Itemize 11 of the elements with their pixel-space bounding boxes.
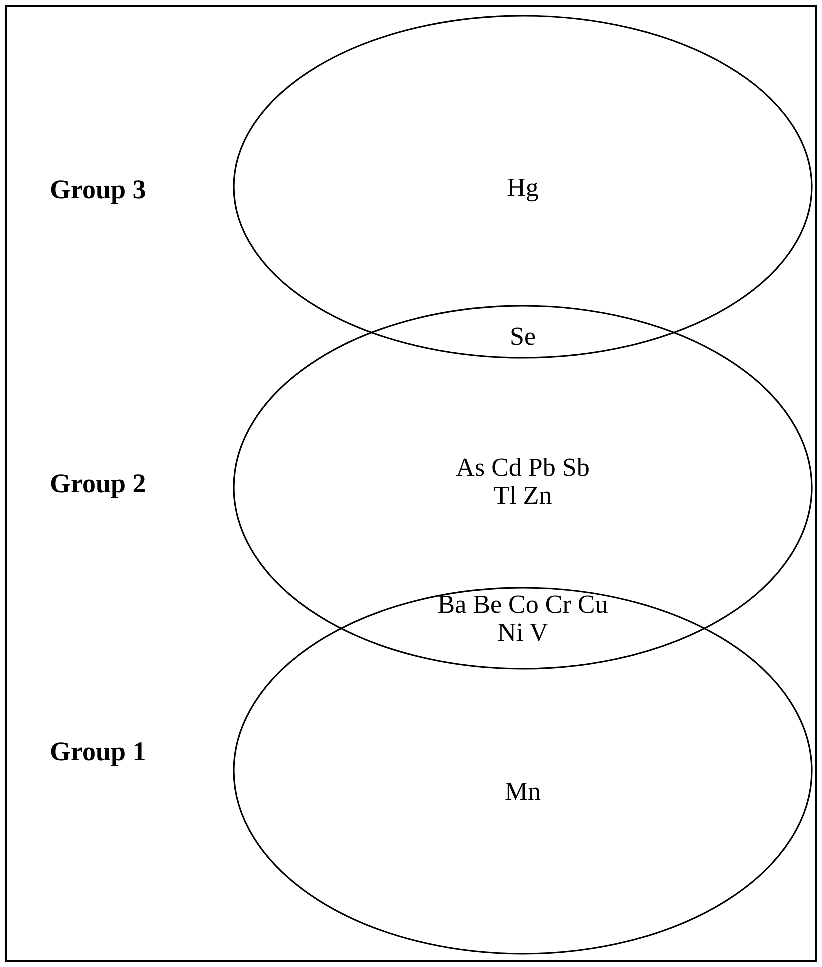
group-label: Group 1: [50, 736, 146, 768]
group-label: Group 3: [50, 174, 146, 206]
element-list: Mn: [463, 778, 583, 806]
element-list: Se: [473, 323, 573, 351]
set-ellipse: [233, 305, 813, 670]
element-list: As Cd Pb Sb Tl Zn: [448, 454, 598, 510]
element-list: Ba Be Co Cr Cu Ni V: [423, 591, 623, 647]
set-ellipse: [233, 587, 813, 955]
element-list: Hg: [463, 174, 583, 202]
set-ellipse: [233, 15, 813, 359]
group-label: Group 2: [50, 468, 146, 500]
